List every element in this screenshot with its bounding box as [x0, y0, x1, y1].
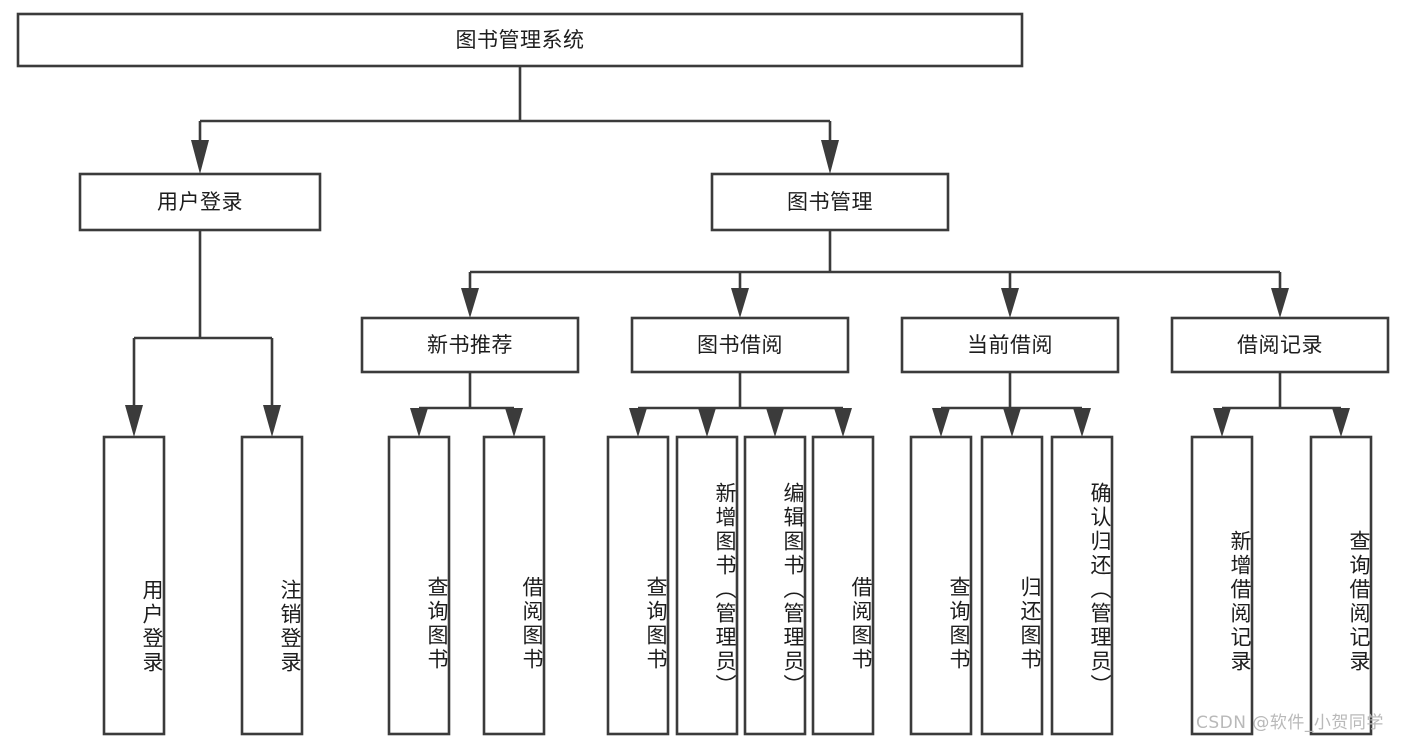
node-borrow-record[interactable]: 借阅记录 — [1170, 316, 1390, 374]
node-leaf-query-book-2-box[interactable] — [606, 435, 670, 736]
arrowhead-leaf-user-login — [125, 405, 143, 437]
node-leaf-confirm-return-box[interactable] — [1050, 435, 1114, 736]
connectors-borrow-record-to-leaves — [1213, 372, 1350, 437]
node-leaf-query-record-box[interactable] — [1309, 435, 1373, 736]
arrowhead-current-borrow — [1001, 288, 1019, 318]
node-current-borrow-label: 当前借阅 — [967, 333, 1053, 357]
node-new-book-rec[interactable]: 新书推荐 — [360, 316, 580, 374]
arrowhead-borrow-record — [1271, 288, 1289, 318]
arrowhead-book-manage — [821, 140, 839, 174]
node-current-borrow[interactable]: 当前借阅 — [900, 316, 1120, 374]
node-leaf-return-book-box[interactable] — [980, 435, 1044, 736]
arrowhead-leaf-borrow-book-2 — [834, 408, 852, 437]
node-user-login-box[interactable] — [78, 172, 322, 232]
node-book-manage-label: 图书管理 — [787, 190, 873, 214]
node-new-book-rec-box[interactable] — [360, 316, 580, 374]
node-leaf-add-book-box[interactable] — [675, 435, 739, 736]
connectors-current-borrow-to-leaves — [932, 372, 1091, 437]
node-leaf-query-book-1-box[interactable] — [387, 435, 451, 736]
node-root-box[interactable] — [16, 12, 1024, 68]
arrowhead-leaf-query-book-2 — [629, 408, 647, 437]
arrowhead-leaf-edit-book — [766, 408, 784, 437]
connectors-root-to-level1 — [191, 66, 839, 174]
arrowhead-leaf-add-book — [698, 408, 716, 437]
node-book-borrow-box[interactable] — [630, 316, 850, 374]
node-current-borrow-box[interactable] — [900, 316, 1120, 374]
arrowhead-leaf-query-book-3 — [932, 408, 950, 437]
csdn-watermark: CSDN @软件_小贺同学 — [1196, 713, 1384, 733]
node-leaf-user-logout-box[interactable] — [240, 435, 304, 736]
node-leaf-borrow-book-2-box[interactable] — [811, 435, 875, 736]
arrowhead-book-borrow — [731, 288, 749, 318]
node-leaf-borrow-book-1-box[interactable] — [482, 435, 546, 736]
connectors-new-book-rec-to-leaves — [410, 372, 523, 437]
node-book-borrow[interactable]: 图书借阅 — [630, 316, 850, 374]
node-borrow-record-box[interactable] — [1170, 316, 1390, 374]
arrowhead-user-login — [191, 140, 209, 174]
node-user-login[interactable]: 用户登录 — [78, 172, 322, 232]
node-root-label: 图书管理系统 — [456, 28, 585, 52]
arrowhead-leaf-borrow-book-1 — [505, 408, 523, 437]
arrowhead-leaf-user-logout — [263, 405, 281, 437]
node-book-borrow-label: 图书借阅 — [697, 333, 783, 357]
node-root[interactable]: 图书管理系统 — [16, 12, 1024, 68]
leaf-boxes — [102, 435, 1373, 736]
arrowhead-leaf-confirm-return — [1073, 408, 1091, 437]
node-borrow-record-label: 借阅记录 — [1237, 333, 1323, 357]
node-leaf-edit-book-box[interactable] — [743, 435, 807, 736]
connectors-book-manage-to-level2 — [461, 230, 1289, 318]
node-leaf-user-login-box[interactable] — [102, 435, 166, 736]
node-new-book-rec-label: 新书推荐 — [427, 333, 513, 357]
arrowhead-leaf-add-record — [1213, 408, 1231, 437]
arrowhead-new-book-rec — [461, 288, 479, 318]
connectors-user-login-to-leaves — [125, 230, 281, 437]
node-leaf-query-book-3-box[interactable] — [909, 435, 973, 736]
node-book-manage[interactable]: 图书管理 — [710, 172, 950, 232]
node-leaf-add-record-box[interactable] — [1190, 435, 1254, 736]
arrowhead-leaf-query-book-1 — [410, 408, 428, 437]
node-book-manage-box[interactable] — [710, 172, 950, 232]
arrowhead-leaf-return-book — [1003, 408, 1021, 437]
node-user-login-label: 用户登录 — [157, 190, 243, 214]
arrowhead-leaf-query-record — [1332, 408, 1350, 437]
connectors-book-borrow-to-leaves — [629, 372, 852, 437]
